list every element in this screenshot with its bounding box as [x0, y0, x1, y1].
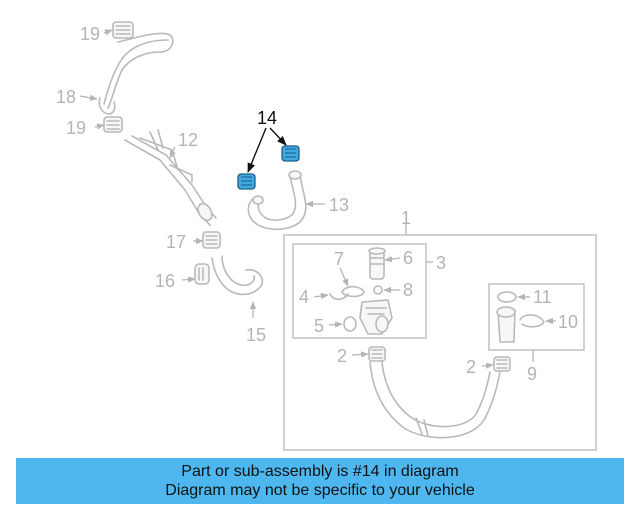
- info-banner: Part or sub-assembly is #14 in diagram D…: [16, 458, 624, 504]
- clamp-14-left: [237, 173, 256, 190]
- callout-3: 3: [436, 253, 446, 273]
- hose-10: [519, 314, 545, 328]
- clamp-16: [194, 263, 210, 285]
- lower-hose: [369, 361, 501, 439]
- clamp-2-left: [368, 346, 386, 362]
- callout-11: 11: [533, 287, 552, 307]
- callout-14: 14: [257, 108, 277, 128]
- clamp-17: [202, 231, 221, 249]
- callout-7: 7: [334, 249, 344, 269]
- callout-19-bottom: 19: [66, 118, 86, 138]
- seal-7: [341, 285, 365, 298]
- callout-15: 15: [246, 325, 266, 345]
- o-ring-5: [343, 316, 357, 332]
- housing-connector: [359, 299, 393, 335]
- clamp-2-right: [493, 356, 511, 372]
- callout-19-top: 19: [80, 24, 100, 44]
- subassembly-box-9: [488, 283, 585, 351]
- hose-4: [329, 293, 349, 301]
- callout-9: 9: [527, 364, 537, 384]
- callout-18: 18: [56, 87, 76, 107]
- hose-13: [247, 170, 307, 231]
- pipe-connector-9: [496, 306, 516, 343]
- clamp-19-upper: [112, 21, 134, 39]
- hose-18-end: [98, 97, 116, 115]
- callout-5: 5: [314, 316, 324, 336]
- parts-diagram: 19 18 19 12 14 13 17 16 15 1 3 6 7 8 4 5…: [56, 21, 597, 451]
- hose-15: [211, 255, 264, 296]
- subassembly-box-3: [292, 243, 427, 339]
- banner-line-2: Diagram may not be specific to your vehi…: [165, 482, 475, 499]
- assembly-box-1: [283, 234, 597, 451]
- callout-1: 1: [401, 208, 411, 228]
- banner-line-1: Part or sub-assembly is #14 in diagram: [181, 463, 459, 480]
- callout-10: 10: [558, 312, 578, 332]
- callout-17: 17: [166, 232, 186, 252]
- gasket-11: [497, 291, 517, 303]
- o-ring-8: [373, 285, 383, 295]
- callout-2-left: 2: [337, 346, 347, 366]
- callout-8: 8: [403, 280, 413, 300]
- pipe-assembly-12: [124, 129, 217, 226]
- callout-12: 12: [178, 130, 198, 150]
- callout-16: 16: [155, 271, 175, 291]
- callout-2-right: 2: [466, 357, 476, 377]
- clamp-14-right: [281, 145, 300, 162]
- callout-6: 6: [403, 248, 413, 268]
- upper-hose-18: [103, 32, 174, 109]
- valve-6: [368, 247, 386, 280]
- callout-4: 4: [299, 287, 309, 307]
- clamp-19-lower: [103, 116, 123, 133]
- callout-13: 13: [329, 195, 349, 215]
